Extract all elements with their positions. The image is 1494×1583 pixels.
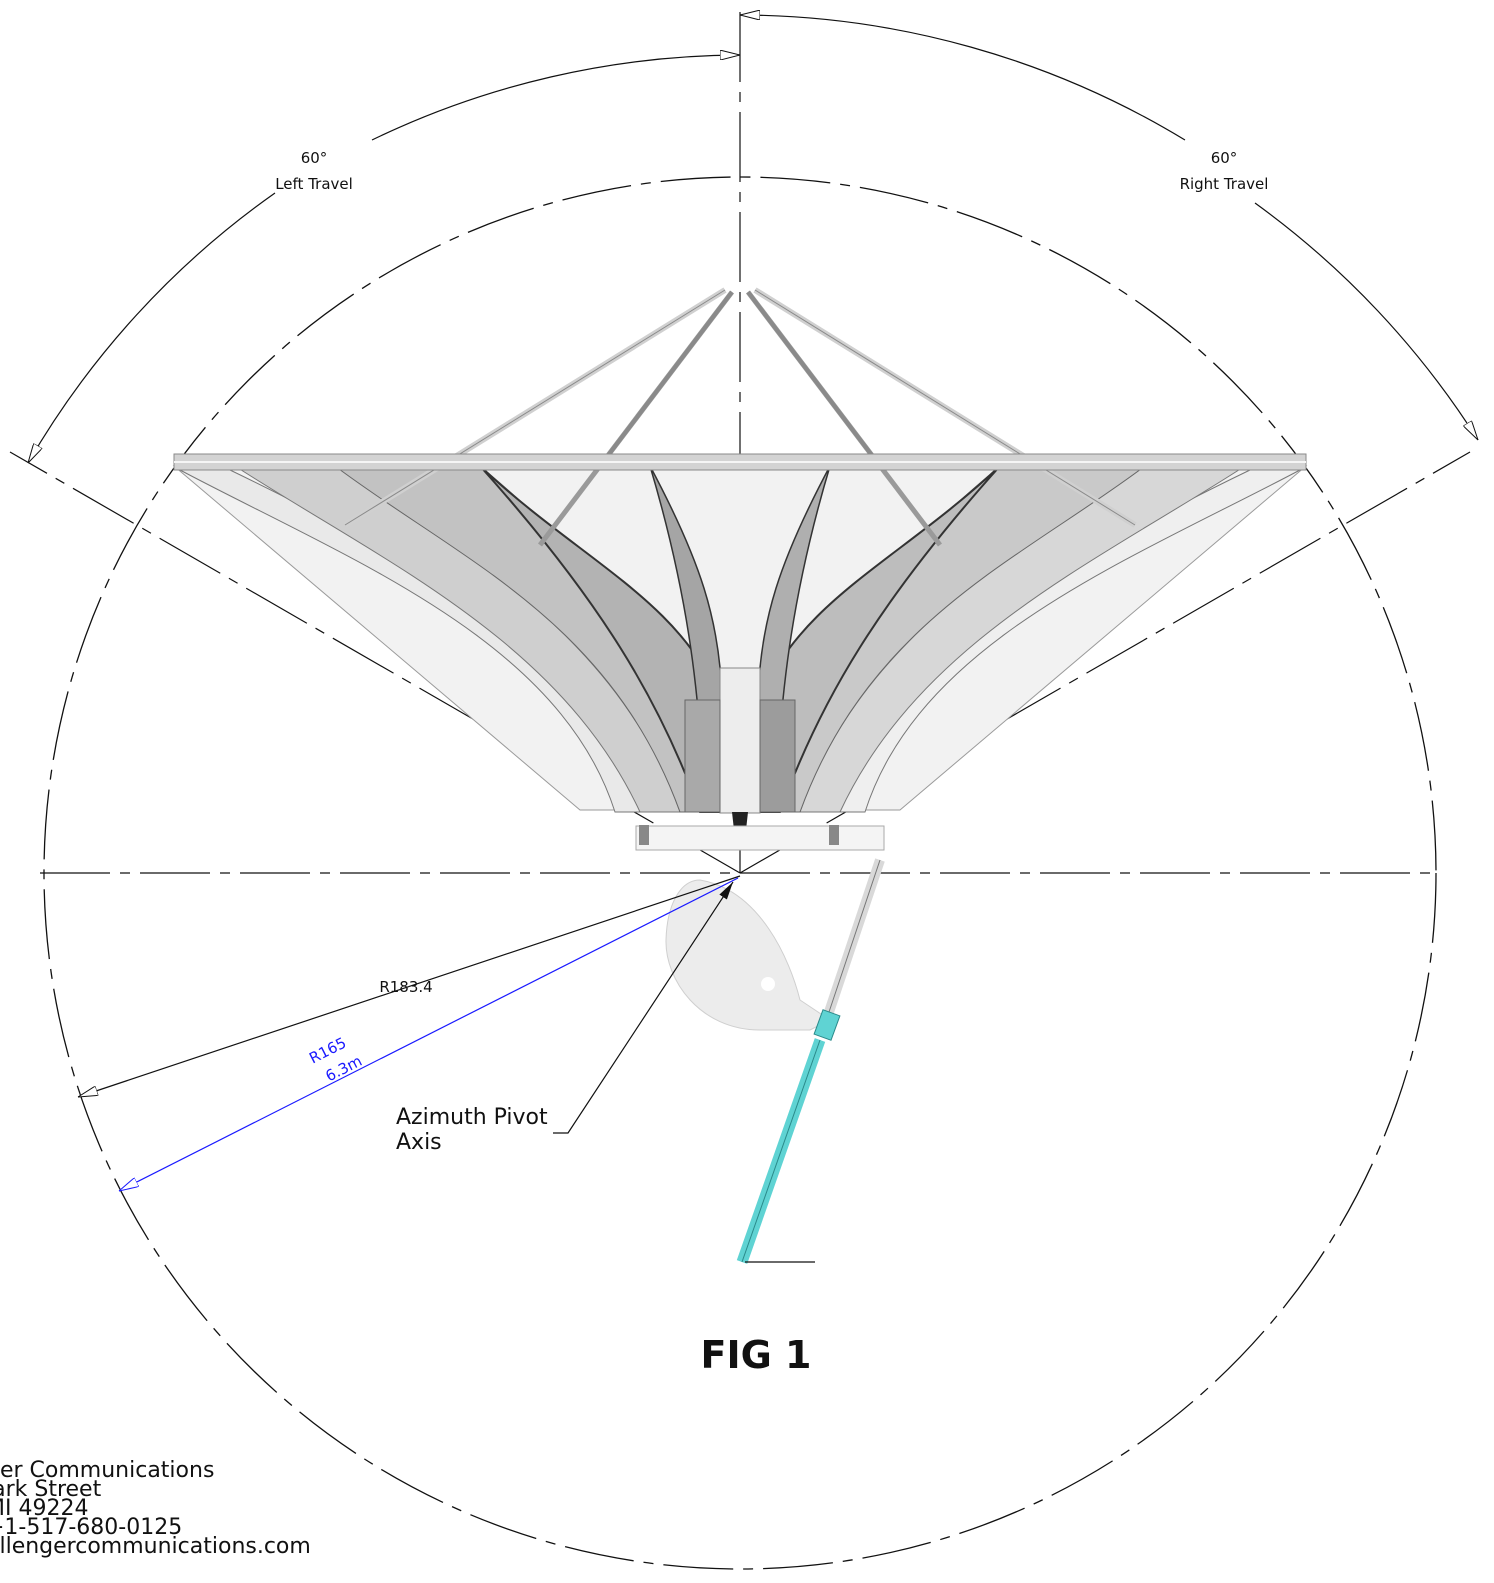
pivot-leader (553, 881, 734, 1134)
contact-website: allengercommunications.com (0, 1534, 311, 1559)
inner-radius-leader (119, 877, 739, 1192)
right-angle-label: 60° (1211, 149, 1238, 167)
right-travel-arc-lower (1254, 202, 1479, 440)
outer-radius-leader (78, 875, 741, 1098)
outer-radius-label: R183.4 (379, 978, 432, 996)
pivot-plate (665, 879, 831, 1031)
contact-block: ger Communications lark Street MI 49224 … (0, 1458, 311, 1559)
pivot-axis-label-line2: Axis (396, 1130, 442, 1155)
right-travel-arc (740, 15, 1186, 141)
pivot-axis-label-line1: Azimuth Pivot (396, 1105, 548, 1130)
figure-label: FIG 1 (701, 1333, 812, 1377)
contact-street: lark Street (0, 1477, 102, 1502)
contact-phone: +1-517-680-0125 (0, 1515, 183, 1540)
right-travel-label: Right Travel (1180, 175, 1269, 193)
left-travel-label: Left Travel (275, 175, 353, 193)
contact-city: MI 49224 (0, 1496, 89, 1521)
dish-structure (172, 287, 1308, 851)
actuator (736, 858, 885, 1264)
contact-company: ger Communications (0, 1458, 215, 1483)
left-angle-label: 60° (301, 149, 328, 167)
left-travel-arc (371, 55, 740, 141)
left-travel-arc-lower (27, 192, 276, 463)
